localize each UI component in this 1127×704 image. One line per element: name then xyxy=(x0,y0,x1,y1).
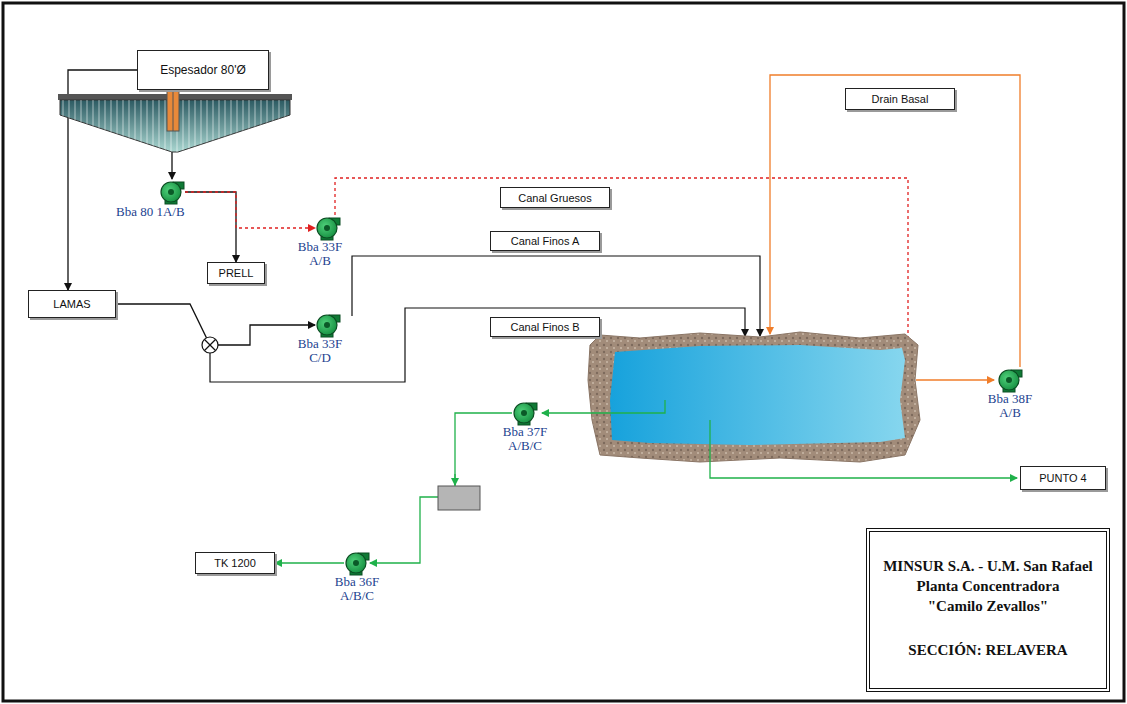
pump-icon xyxy=(159,179,185,205)
channel-label: Canal Finos B xyxy=(490,317,600,337)
pump-label: Bba 36F A/B/C xyxy=(328,575,386,603)
channel-label: Canal Gruesos xyxy=(500,187,610,208)
box-label: Drain Basal xyxy=(872,93,929,105)
pump-label: Bba 80 1A/B xyxy=(116,205,185,219)
title-block: MINSUR S.A. - U.M. San RafaelPlanta Conc… xyxy=(866,528,1110,692)
pump-label: Bba 37F A/B/C xyxy=(496,425,554,453)
flow-line xyxy=(185,192,236,262)
pump-symbol: Bba 33F A/B xyxy=(315,215,341,241)
pump-label: Bba 33F C/D xyxy=(297,337,343,365)
tank-box: TK 1200 xyxy=(195,552,275,574)
pump-symbol: Bba 38F A/B xyxy=(997,367,1023,393)
title-block-text: MINSUR S.A. - U.M. San Rafael xyxy=(870,556,1106,576)
pump-icon xyxy=(344,550,370,576)
title-block-text: Planta Concentradora xyxy=(870,576,1106,596)
title-block-text: "Camilo Zevallos" xyxy=(870,596,1106,616)
destination-box: PRELL xyxy=(207,262,265,284)
pump-icon xyxy=(315,312,341,338)
pump-icon xyxy=(159,179,185,205)
pump-label: Bba 38F A/B xyxy=(984,392,1036,420)
pump-icon xyxy=(997,367,1023,393)
pump-symbol: Bba 80 1A/B xyxy=(159,179,185,205)
pump-icon xyxy=(512,400,538,426)
box-label: Canal Gruesos xyxy=(518,192,591,204)
pump-icon xyxy=(997,367,1023,393)
channel-label: Canal Finos A xyxy=(490,231,600,251)
pump-icon xyxy=(315,312,341,338)
box-label: PUNTO 4 xyxy=(1039,472,1086,484)
box-label: Canal Finos A xyxy=(511,235,579,247)
flow-line xyxy=(275,562,344,563)
pump-symbol: Bba 37F A/B/C xyxy=(512,400,538,426)
box-label: TK 1200 xyxy=(214,557,256,569)
source-box: LAMAS xyxy=(28,290,116,318)
box-label: Espesador 80'Ø xyxy=(160,63,246,77)
flow-line xyxy=(185,192,315,228)
destination-box: PUNTO 4 xyxy=(1020,466,1106,490)
thickener-label-box: Espesador 80'Ø xyxy=(137,50,269,90)
pump-symbol: Bba 36F A/B/C xyxy=(344,550,370,576)
flow-line xyxy=(370,413,512,563)
box-label: PRELL xyxy=(219,267,254,279)
channel-label: Drain Basal xyxy=(845,88,955,110)
title-block-text: SECCIÓN: RELAVERA xyxy=(870,640,1106,660)
pump-label: Bba 33F A/B xyxy=(297,240,343,268)
pump-icon xyxy=(344,550,370,576)
box-label: Canal Finos B xyxy=(510,321,579,333)
pump-icon xyxy=(315,215,341,241)
box-label: LAMAS xyxy=(53,298,90,310)
pump-icon xyxy=(512,400,538,426)
pump-symbol: Bba 33F C/D xyxy=(315,312,341,338)
pump-icon xyxy=(315,215,341,241)
